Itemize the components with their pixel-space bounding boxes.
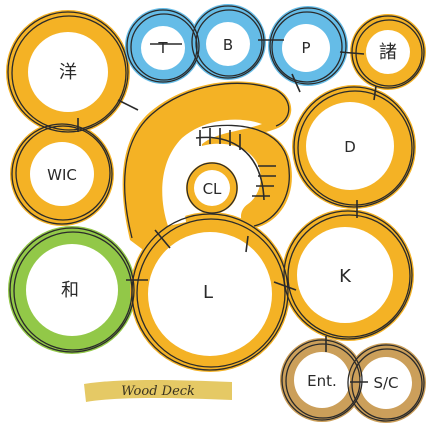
label-dining: D — [344, 138, 356, 156]
label-bath: B — [223, 36, 233, 54]
label-closet: CL — [203, 180, 222, 198]
label-wic: WIC — [47, 166, 77, 184]
label-kitchen: K — [339, 266, 352, 287]
label-storage: 諸 — [379, 42, 397, 63]
label-powder: P — [301, 39, 310, 57]
label-toilet: T — [157, 39, 168, 57]
label-wood-deck: Wood Deck — [121, 384, 195, 399]
label-entrance: Ent. — [307, 372, 337, 390]
label-tatami: 和 — [61, 280, 79, 301]
label-shoe-closet: S/C — [373, 374, 398, 392]
label-living: L — [203, 282, 213, 303]
label-bedroom: 洋 — [59, 62, 77, 83]
